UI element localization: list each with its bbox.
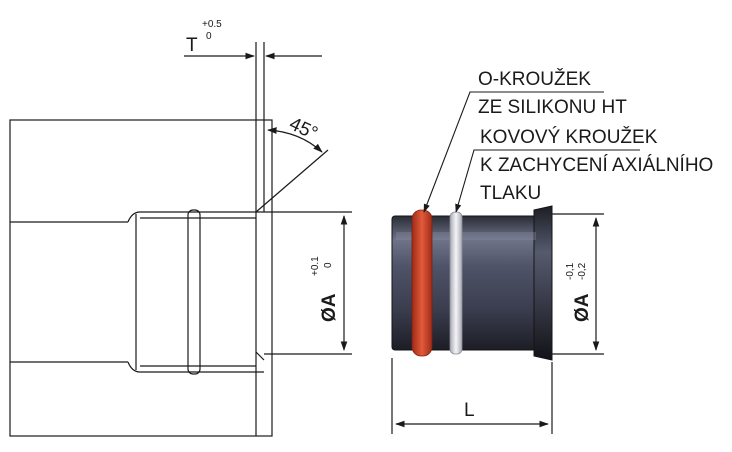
- angle-dimension: 45°: [267, 113, 323, 153]
- fitting-tolerance-lower: -0,2: [577, 262, 588, 280]
- pipe-taper-bottom: [127, 361, 141, 373]
- angle-arc: [267, 127, 323, 153]
- chamfer-bottom: [255, 351, 265, 361]
- bore-tolerance-lower: 0: [323, 262, 334, 268]
- pipe-taper-top: [127, 211, 141, 223]
- fitting-diameter-dimension: ØA -0,1 -0,2: [552, 213, 604, 355]
- bore-dimension: ØA +0.1 0: [310, 215, 348, 351]
- bore-tolerance-upper: +0.1: [310, 256, 321, 276]
- bore-groove: [187, 209, 201, 375]
- metal-ring-leader: [455, 149, 640, 213]
- o-ring-subtitle: ZE SILIKONU HT: [478, 97, 627, 118]
- length-dimension: L: [391, 358, 553, 434]
- socket-drawing: [9, 42, 352, 437]
- metal-ring-title: KOVOVÝ KROUŽEK: [480, 126, 658, 148]
- fitting-flange: [533, 205, 553, 361]
- metal-ring-icon: [449, 211, 463, 355]
- chamfer-line: [255, 149, 329, 213]
- bore-label: ØA: [319, 293, 340, 322]
- angle-label: 45°: [286, 113, 321, 144]
- depth-tolerance-upper: +0.5: [202, 19, 222, 30]
- metal-ring-line3: TLAKU: [480, 183, 541, 204]
- callout-leaders: [423, 91, 640, 213]
- o-ring-leader: [423, 91, 604, 213]
- depth-label: T: [186, 35, 198, 56]
- press-fitting: [391, 205, 553, 361]
- o-ring-title: O-KROUŽEK: [478, 68, 591, 90]
- metal-ring-line2: K ZACHYCENÍ AXIÁLNÍHO: [480, 155, 713, 176]
- depth-dimension: T +0.5 0: [184, 19, 322, 60]
- socket-outline: [9, 119, 273, 437]
- fitting-tolerance-upper: -0,1: [565, 262, 576, 280]
- depth-tolerance-lower: 0: [206, 31, 212, 42]
- o-ring-icon: [411, 209, 433, 357]
- fitting-diameter-label: ØA: [572, 293, 593, 322]
- fitting-highlight: [396, 232, 536, 240]
- length-label: L: [464, 400, 475, 421]
